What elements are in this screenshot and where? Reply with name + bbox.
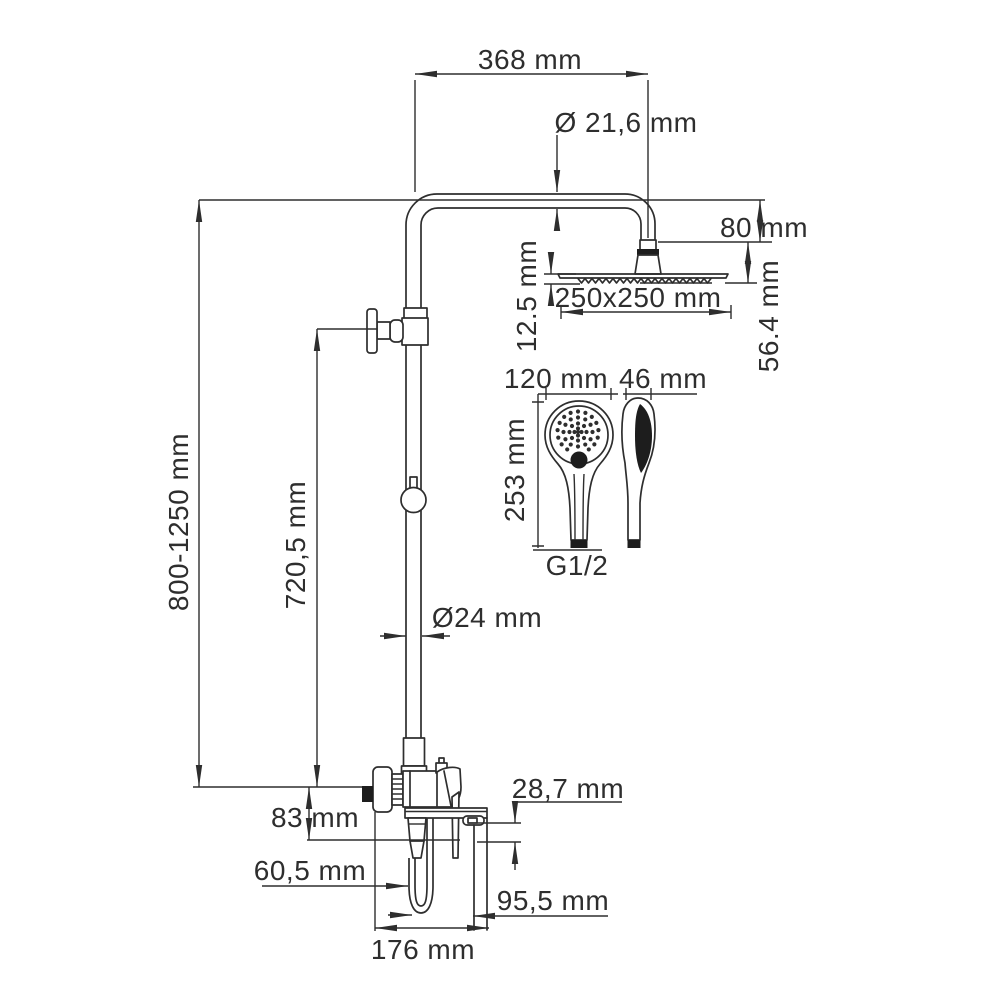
- label-head-size: 250x250 mm: [555, 282, 722, 313]
- overhead-shower-plate: [557, 273, 729, 284]
- label-handshower-depth: 46 mm: [619, 363, 707, 394]
- shower-hose-inner: [414, 817, 428, 907]
- bracket-plate: [404, 807, 488, 819]
- dimension-lines: [193, 70, 772, 932]
- diverter-valve: [366, 307, 429, 354]
- label-top-width: 368 mm: [478, 44, 582, 75]
- label-bracket-gap: 28,7 mm: [512, 773, 624, 804]
- label-head-drop: 80 mm: [720, 212, 808, 243]
- hose-cone: [409, 840, 425, 859]
- label-mixer-drop: 83 mm: [271, 802, 359, 833]
- hand-shower-side-view: [621, 397, 656, 548]
- label-holder-offset: 95,5 mm: [497, 885, 609, 916]
- label-plate-thickness: 12.5 mm: [511, 240, 542, 352]
- label-handshower-width: 120 mm: [504, 363, 608, 394]
- label-head-height: 56.4 mm: [753, 260, 784, 372]
- label-column-height: 800-1250 mm: [163, 433, 194, 611]
- mixer-assembly: [362, 737, 488, 931]
- spray-face-side: [635, 404, 652, 473]
- wall-flange: [372, 766, 393, 813]
- label-pipe-diameter: Ø24 mm: [432, 602, 542, 633]
- hose-fitting-side: [627, 540, 641, 548]
- handle-lever-blade: [451, 791, 460, 859]
- mode-button: [570, 451, 588, 469]
- pipe-sleeve: [402, 737, 426, 767]
- dimension-labels: 368 mm Ø 21,6 mm 80 mm 250x250 mm 120 mm…: [163, 44, 808, 965]
- overhead-shower-connector: [634, 239, 662, 275]
- spout-adapter: [407, 817, 427, 842]
- diverter-knob: [366, 308, 378, 354]
- slider-knob: [400, 476, 427, 514]
- label-thread: G1/2: [546, 550, 609, 581]
- label-arm-diameter: Ø 21,6 mm: [555, 107, 698, 138]
- hand-shower-front-view: [544, 400, 614, 548]
- spray-dots: [555, 409, 601, 452]
- shower-column-structure: [362, 193, 729, 931]
- bracket-leg: [473, 817, 488, 931]
- inlet-knob: [362, 786, 373, 802]
- hose-fitting-front: [570, 540, 588, 548]
- label-handshower-length: 253 mm: [499, 418, 530, 522]
- label-diverter-height: 720,5 mm: [280, 481, 311, 610]
- mixer-body: [402, 770, 440, 808]
- riser-and-arm-pipe: [405, 193, 656, 746]
- label-spout-offset: 60,5 mm: [254, 855, 366, 886]
- label-base-depth: 176 mm: [371, 934, 475, 965]
